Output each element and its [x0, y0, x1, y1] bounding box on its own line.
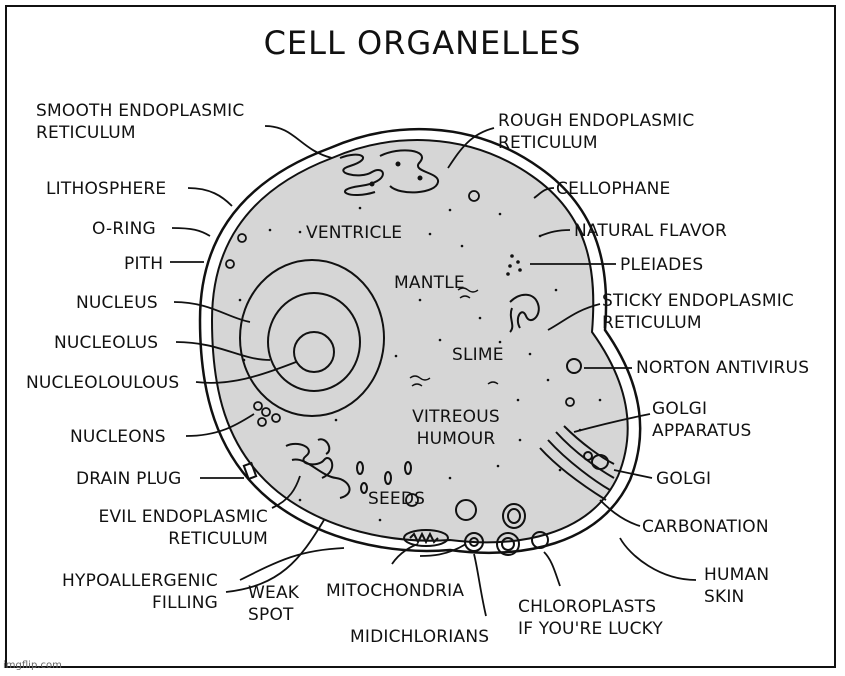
label-norton: NORTON ANTIVIRUS — [636, 358, 810, 378]
interior-slime: SLIME — [452, 345, 504, 365]
label-o-ring: O-RING — [92, 219, 156, 239]
seeds-organelle — [356, 461, 412, 494]
nucleolus — [267, 292, 361, 392]
drain-plug-organelle — [242, 461, 258, 481]
label-hypoallergenic: HYPOALLERGENIC FILLING — [62, 571, 218, 613]
label-drain-plug: DRAIN PLUG — [76, 469, 182, 489]
watermark: imgflip.com — [3, 660, 62, 671]
label-lithosphere: LITHOSPHERE — [46, 179, 167, 199]
label-weak-spot: WEAK SPOT — [248, 583, 300, 625]
cell-membrane-outer — [198, 127, 642, 555]
golgi-organelle — [539, 425, 615, 501]
label-sticky-er: STICKY ENDOPLASMIC RETICULUM — [602, 291, 795, 333]
sticky-er-organelle — [509, 293, 540, 333]
label-natural-flavor: NATURAL FLAVOR — [574, 221, 727, 241]
label-nucleoloulous: NUCLEOLOULOUS — [26, 373, 180, 393]
label-smooth-er: SMOOTH ENDOPLASMIC RETICULUM — [36, 101, 245, 143]
evil-er-organelle — [285, 438, 351, 499]
nucleoloulous — [293, 331, 335, 373]
mitochondria-organelle — [403, 529, 449, 547]
pleiades-organelle — [506, 254, 522, 276]
label-nucleons: NUCLEONS — [70, 427, 166, 447]
rough-er-organelle — [339, 149, 439, 196]
diagram-title: CELL ORGANELLES — [263, 24, 582, 62]
cell-membrane-inner — [210, 139, 629, 544]
label-midichlorians: MIDICHLORIANS — [350, 627, 490, 647]
panel-border — [5, 5, 836, 668]
label-cellophane: CELLOPHANE — [556, 179, 671, 199]
nucleons-organelle — [253, 401, 281, 427]
chloroplasts-organelle — [455, 499, 549, 556]
nucleus — [239, 259, 385, 417]
label-carbonation: CARBONATION — [642, 517, 769, 537]
label-nucleus: NUCLEUS — [76, 293, 158, 313]
label-mitochondria: MITOCHONDRIA — [326, 581, 465, 601]
interior-vitreous: VITREOUS HUMOUR — [412, 407, 500, 449]
label-golgi-apparatus: GOLGI APPARATUS — [652, 399, 752, 441]
label-evil-er: EVIL ENDOPLASMIC RETICULUM — [98, 507, 268, 549]
label-pith: PITH — [124, 254, 164, 274]
interior-ventricle: VENTRICLE — [306, 223, 403, 243]
label-nucleolus: NUCLEOLUS — [54, 333, 159, 353]
leader-lines — [170, 125, 697, 617]
interior-mantle: MANTLE — [394, 273, 465, 293]
label-human-skin: HUMAN SKIN — [704, 565, 770, 607]
label-rough-er: ROUGH ENDOPLASMIC RETICULUM — [498, 111, 695, 153]
label-pleiades: PLEIADES — [620, 255, 704, 275]
interior-seeds: SEEDS — [368, 489, 426, 509]
label-golgi: GOLGI — [656, 469, 712, 489]
norton-organelle — [566, 358, 582, 374]
slime-squiggles — [409, 287, 499, 387]
label-chloroplasts: CHLOROPLASTS IF YOU'RE LUCKY — [518, 597, 663, 639]
